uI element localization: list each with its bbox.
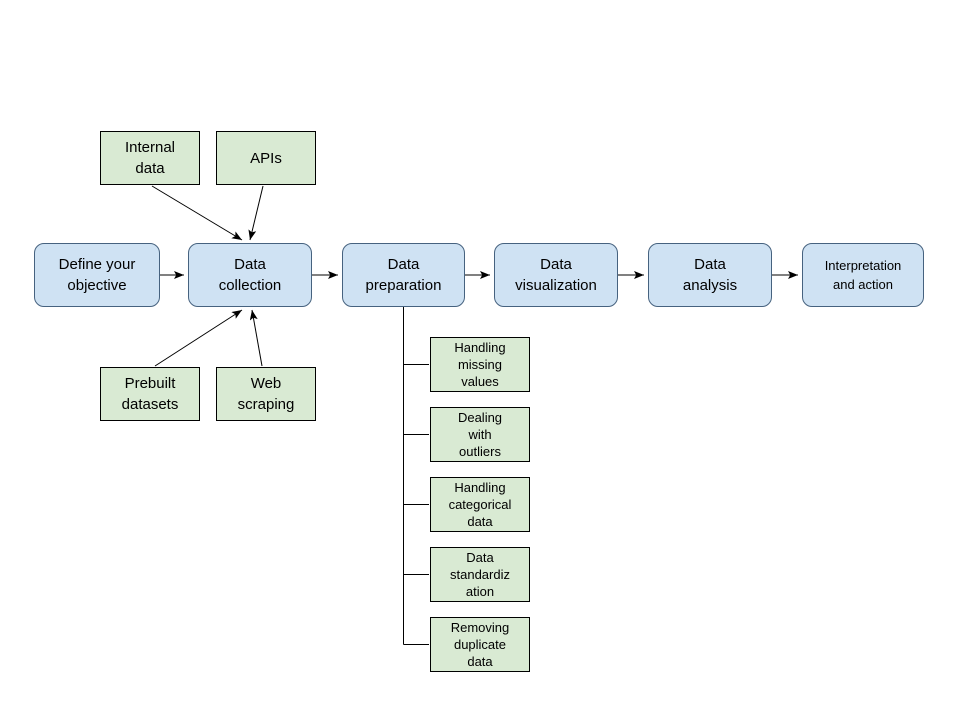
node-define-your-objective: Define your objective (34, 243, 160, 307)
node-web-scraping: Web scraping (216, 367, 316, 421)
arrow-internal-data-to-collection (151, 185, 243, 241)
node-data-visualization: Data visualization (494, 243, 618, 307)
node-data-standardization: Data standardiz ation (430, 547, 530, 602)
node-dealing-with-outliers: Dealing with outliers (430, 407, 530, 462)
arrow-web-scraping-to-collection (249, 309, 263, 367)
node-prebuilt-datasets: Prebuilt datasets (100, 367, 200, 421)
node-handling-categorical-data: Handling categorical data (430, 477, 530, 532)
node-interpretation-and-action: Interpretation and action (802, 243, 924, 307)
arrow-apis-to-collection (248, 185, 264, 241)
node-handling-missing-values: Handling missing values (430, 337, 530, 392)
node-internal-data: Internal data (100, 131, 200, 185)
node-data-collection: Data collection (188, 243, 312, 307)
node-removing-duplicate-data: Removing duplicate data (430, 617, 530, 672)
node-data-preparation: Data preparation (342, 243, 465, 307)
node-data-analysis: Data analysis (648, 243, 772, 307)
node-apis: APIs (216, 131, 316, 185)
arrow-prebuilt-datasets-to-collection (154, 309, 243, 367)
